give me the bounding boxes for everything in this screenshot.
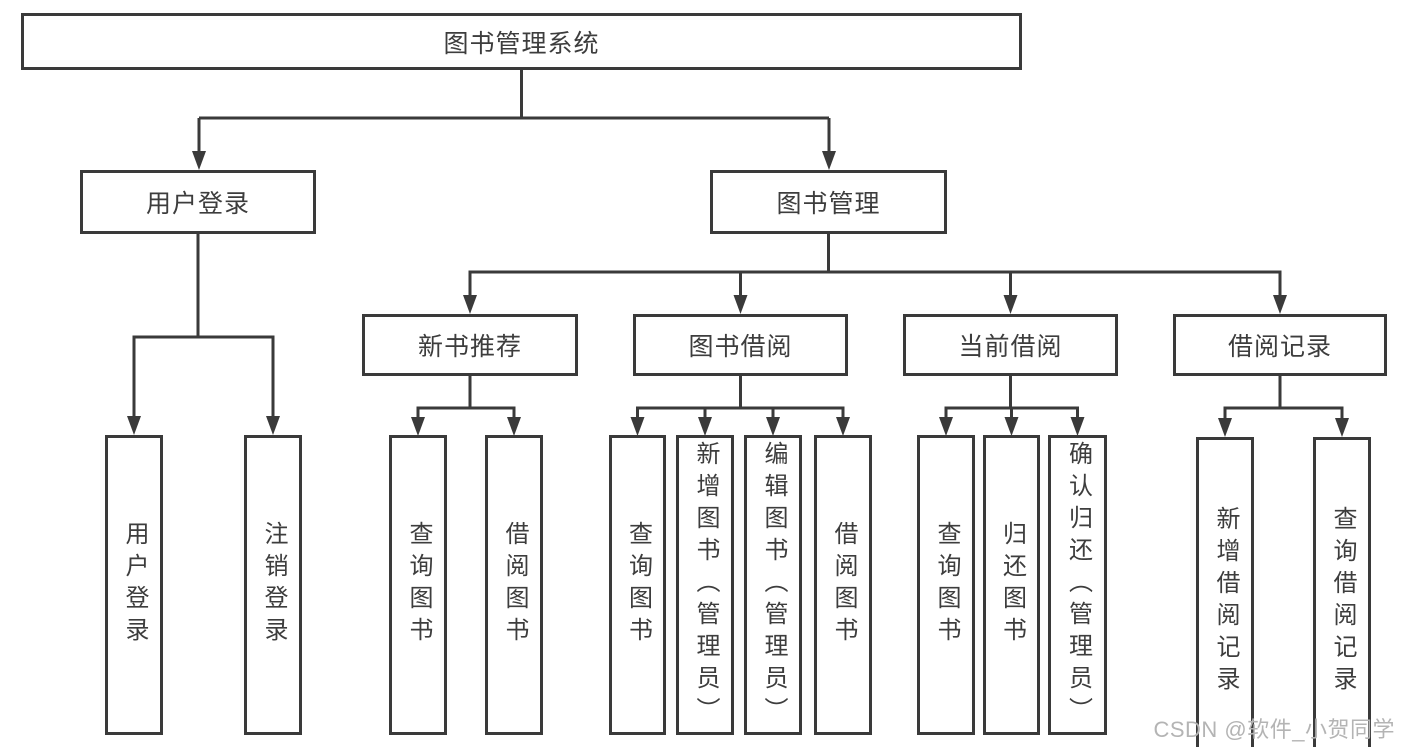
leaf-add-borrow-record: 新增借阅记录 (1196, 437, 1254, 747)
leaf-label: 查询图书 (933, 521, 960, 649)
leaf-confirm-return-admin: 确认归还（管理员） (1048, 435, 1107, 735)
leaf-label: 借阅图书 (830, 521, 857, 649)
leaf-label: 确认归还（管理员） (1064, 441, 1092, 729)
leaf-query-borrow-record: 查询借阅记录 (1313, 437, 1371, 747)
leaf-return-books: 归还图书 (983, 435, 1040, 735)
node-user-login: 用户登录 (80, 170, 316, 234)
leaf-label: 编辑图书（管理员） (760, 441, 787, 729)
node-label: 图书管理 (776, 190, 881, 218)
leaf-label: 借阅图书 (501, 521, 528, 649)
leaf-logout-login: 注销登录 (244, 435, 302, 735)
leaf-query-books-current: 查询图书 (917, 435, 975, 735)
node-book-management: 图书管理 (710, 170, 947, 234)
leaf-label: 查询图书 (405, 521, 432, 649)
node-borrowing-records: 借阅记录 (1173, 314, 1387, 376)
node-label: 用户登录 (145, 190, 250, 218)
node-label: 当前借阅 (958, 333, 1063, 361)
node-label: 图书管理系统 (443, 29, 600, 58)
csdn-watermark: CSDN @软件_小贺同学 (1153, 717, 1395, 742)
leaf-user-login: 用户登录 (105, 435, 163, 735)
node-label: 图书借阅 (688, 333, 793, 361)
node-current-borrowing: 当前借阅 (903, 314, 1118, 376)
leaf-label: 新增图书（管理员） (692, 441, 719, 729)
leaf-query-books-recommend: 查询图书 (389, 435, 447, 735)
leaf-query-books-borrowing: 查询图书 (609, 435, 666, 735)
node-label: 借阅记录 (1227, 333, 1332, 361)
node-new-book-recommendation: 新书推荐 (362, 314, 578, 376)
leaf-label: 查询借阅记录 (1329, 506, 1356, 698)
leaf-label: 注销登录 (260, 521, 287, 649)
leaf-borrow-books-borrowing: 借阅图书 (814, 435, 872, 735)
node-label: 新书推荐 (417, 333, 522, 361)
leaf-label: 新增借阅记录 (1212, 506, 1239, 698)
leaf-label: 用户登录 (121, 521, 148, 649)
leaf-add-books-admin: 新增图书（管理员） (676, 435, 734, 735)
leaf-label: 查询图书 (624, 521, 652, 649)
leaf-borrow-books-recommend: 借阅图书 (485, 435, 543, 735)
node-library-management-system: 图书管理系统 (21, 13, 1022, 70)
leaf-label: 归还图书 (998, 521, 1026, 649)
node-book-borrowing: 图书借阅 (633, 314, 848, 376)
leaf-edit-books-admin: 编辑图书（管理员） (744, 435, 802, 735)
